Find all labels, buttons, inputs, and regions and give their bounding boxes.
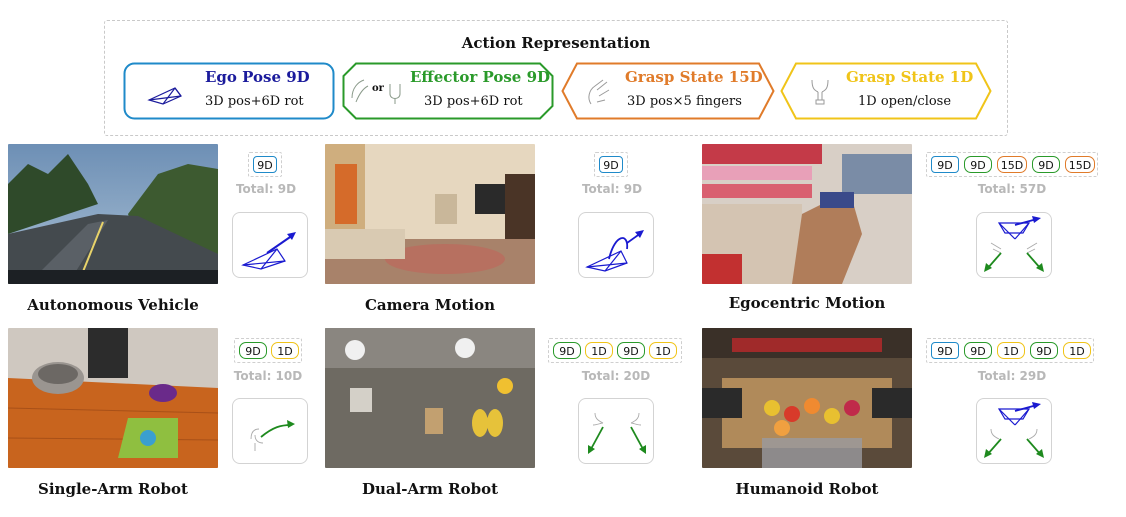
total-label: Total: 9D bbox=[581, 182, 643, 196]
chip-group-dual-arm: 9D 1D 9D 1D bbox=[548, 338, 682, 363]
legend-or-text: or bbox=[372, 83, 384, 94]
legend-box bbox=[104, 20, 1008, 136]
camera-frustum-icon bbox=[147, 87, 182, 105]
ego-chip: 9D bbox=[599, 156, 623, 173]
legend-ego-pose: Ego Pose 9D 3D pos+6D rot bbox=[123, 62, 335, 120]
total-label: Total: 9D bbox=[235, 182, 297, 196]
effector-chip: 9D bbox=[617, 342, 645, 359]
legend-grasp-15d: Grasp State 15D 3D pos×5 fingers bbox=[561, 62, 775, 120]
effector-chip: 9D bbox=[1030, 342, 1058, 359]
chip-group-autonomous: 9D bbox=[248, 152, 282, 177]
caption-dual-arm-robot: Dual-Arm Robot bbox=[361, 480, 499, 498]
legend-effector-title: Effector Pose 9D bbox=[410, 68, 551, 86]
legend-ego-title: Ego Pose 9D bbox=[205, 68, 310, 86]
chip-group-humanoid: 9D 9D 1D 9D 1D bbox=[926, 338, 1094, 363]
effector-chip: 9D bbox=[553, 342, 581, 359]
grasp1-chip: 1D bbox=[997, 342, 1025, 359]
living-room-image bbox=[325, 144, 535, 284]
road-scene-image bbox=[8, 144, 218, 284]
legend-effector-pose: or Effector Pose 9D 3D pos+6D rot bbox=[342, 62, 554, 120]
legend-effector-sub: 3D pos+6D rot bbox=[424, 94, 523, 109]
ego-chip: 9D bbox=[931, 342, 959, 359]
total-label: Total: 10D bbox=[233, 369, 303, 383]
caption-single-arm-robot: Single-Arm Robot bbox=[38, 480, 188, 498]
grasp15-chip: 15D bbox=[997, 156, 1027, 173]
grasp1-chip: 1D bbox=[585, 342, 613, 359]
total-label: Total: 57D bbox=[977, 182, 1047, 196]
effector-chip: 9D bbox=[239, 342, 267, 359]
store-shelf-image bbox=[702, 144, 912, 284]
dual-gripper-arrows-icon bbox=[578, 398, 654, 464]
single-gripper-arrow-icon bbox=[232, 398, 308, 464]
caption-humanoid-robot: Humanoid Robot bbox=[735, 480, 879, 498]
hand-icon bbox=[588, 79, 610, 105]
ego-and-hands-icon bbox=[976, 212, 1052, 278]
grasp1-chip: 1D bbox=[1063, 342, 1091, 359]
caption-camera-motion: Camera Motion bbox=[364, 296, 496, 314]
total-label: Total: 29D bbox=[977, 369, 1047, 383]
ego-and-grippers-icon bbox=[976, 398, 1052, 464]
chip-group-camera: 9D bbox=[594, 152, 628, 177]
legend-grasp1-sub: 1D open/close bbox=[858, 94, 952, 109]
ego-pose-arrow-icon bbox=[232, 212, 308, 278]
grasp1-chip: 1D bbox=[649, 342, 677, 359]
ego-chip: 9D bbox=[253, 156, 277, 173]
grasp15-chip: 15D bbox=[1065, 156, 1095, 173]
legend-grasp15-sub: 3D pos×5 fingers bbox=[627, 94, 742, 109]
caption-autonomous-vehicle: Autonomous Vehicle bbox=[27, 296, 199, 314]
effector-chip: 9D bbox=[964, 156, 992, 173]
total-label: Total: 20D bbox=[581, 369, 651, 383]
chip-group-egocentric: 9D 9D 15D 9D 15D bbox=[926, 152, 1098, 177]
legend-title: Action Representation bbox=[461, 34, 651, 52]
effector-chip: 9D bbox=[964, 342, 992, 359]
legend-grasp-1d: Grasp State 1D 1D open/close bbox=[780, 62, 992, 120]
ego-chip: 9D bbox=[931, 156, 959, 173]
effector-chip: 9D bbox=[1032, 156, 1060, 173]
legend-ego-sub: 3D pos+6D rot bbox=[205, 94, 304, 109]
legend-grasp1-title: Grasp State 1D bbox=[846, 68, 974, 86]
chip-group-single-arm: 9D 1D bbox=[234, 338, 302, 363]
table-top-image bbox=[325, 328, 535, 468]
grasp1-chip: 1D bbox=[271, 342, 299, 359]
kitchen-counter-image bbox=[8, 328, 218, 468]
ego-pose-curved-arrow-icon bbox=[578, 212, 654, 278]
gripper-icon bbox=[811, 79, 829, 105]
gripper-or-hand-icon bbox=[351, 79, 401, 104]
legend-grasp15-title: Grasp State 15D bbox=[625, 68, 763, 86]
fruit-cart-image bbox=[702, 328, 912, 468]
caption-egocentric-motion: Egocentric Motion bbox=[728, 294, 886, 312]
